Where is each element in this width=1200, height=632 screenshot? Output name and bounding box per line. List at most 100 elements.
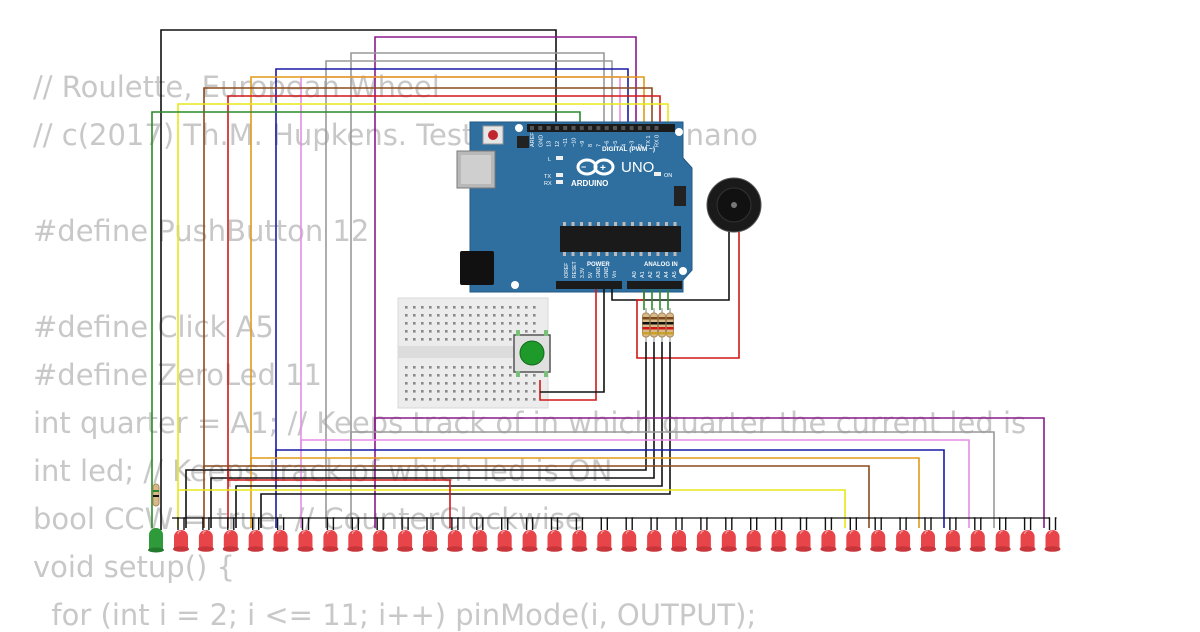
breadboard-hole — [429, 314, 432, 317]
header-pin[interactable] — [629, 126, 634, 130]
breadboard-hole — [477, 382, 480, 385]
breadboard-hole — [477, 390, 480, 393]
led-lead-wire — [948, 517, 957, 530]
push-button-icon[interactable] — [513, 330, 551, 377]
buzzer-icon[interactable] — [706, 177, 762, 240]
led-lead-wire — [301, 517, 310, 530]
power-pin-label: IOREF — [564, 263, 570, 278]
mounting-hole — [511, 281, 519, 289]
led-icon — [173, 530, 189, 552]
header-pin[interactable] — [637, 126, 642, 130]
led-icon — [297, 530, 314, 552]
wire-yellow — [177, 103, 669, 528]
breadboard-hole — [477, 398, 480, 401]
header-pin[interactable] — [538, 126, 543, 130]
breadboard-hole — [421, 306, 424, 309]
chip-pin — [665, 252, 668, 256]
breadboard-hole — [501, 322, 504, 325]
header-pin-label: 8 — [588, 144, 594, 147]
led-lead-wire — [276, 517, 285, 530]
chip-pin — [622, 222, 626, 226]
breadboard-hole — [477, 314, 480, 317]
header-pin[interactable] — [571, 126, 576, 130]
digital-header-label: DIGITAL (PWM ~) — [602, 146, 655, 153]
breadboard-hole — [517, 398, 520, 401]
breadboard-hole — [469, 374, 472, 377]
breadboard-hole — [469, 390, 472, 393]
breadboard-hole — [501, 390, 504, 393]
breadboard-hole — [405, 398, 408, 401]
header-pin-label: ~9 — [580, 141, 586, 147]
chip-pin — [605, 222, 609, 226]
led-icon — [546, 530, 563, 552]
header-pin-label: 2 — [638, 144, 644, 147]
led-lead-wire — [500, 517, 509, 530]
breadboard-hole — [405, 314, 408, 317]
led-icon — [671, 530, 687, 552]
chip-pin — [597, 252, 600, 256]
breadboard-hole — [453, 306, 456, 309]
header-pin[interactable] — [613, 126, 617, 130]
breadboard-hole — [453, 390, 456, 393]
header-pin[interactable] — [530, 126, 534, 130]
wire-gray — [350, 431, 995, 528]
chip-pin — [571, 252, 575, 256]
breadboard-hole — [405, 330, 408, 333]
header-pin[interactable] — [646, 126, 651, 130]
breadboard-hole — [525, 382, 528, 385]
mounting-hole — [675, 128, 683, 136]
chip-pin — [665, 222, 668, 226]
breadboard-hole — [429, 366, 432, 369]
breadboard-hole — [485, 338, 488, 341]
led-lead-wire — [899, 517, 908, 530]
breadboard-hole — [533, 374, 536, 377]
header-pin[interactable] — [621, 126, 626, 130]
led-icon — [646, 530, 663, 552]
led-lead-wire — [675, 517, 683, 530]
code-line: for (int i = 2; i <= 11; i++) pinMode(i,… — [33, 598, 757, 632]
header-pin[interactable] — [596, 126, 601, 130]
breadboard-hole — [525, 374, 528, 377]
header-pin[interactable] — [604, 126, 609, 130]
breadboard-hole — [421, 322, 424, 325]
breadboard-hole — [485, 398, 488, 401]
breadboard-hole — [501, 306, 504, 309]
breadboard-hole — [445, 330, 448, 333]
led-icon — [397, 530, 414, 552]
breadboard-hole — [493, 338, 496, 341]
breadboard-hole — [525, 398, 528, 401]
breadboard-hole — [445, 366, 448, 369]
breadboard-hole — [493, 366, 496, 369]
breadboard-hole — [493, 398, 496, 401]
led-lead-wire — [650, 517, 659, 530]
l-led-indicator — [556, 156, 563, 160]
wire-black — [611, 240, 730, 301]
header-pin[interactable] — [546, 126, 551, 130]
header-pin[interactable] — [654, 126, 659, 130]
analog-header-label: ANALOG IN — [644, 262, 678, 268]
header-pin[interactable] — [563, 126, 568, 130]
led-icon — [695, 530, 712, 552]
breadboard-hole — [517, 322, 520, 325]
led-icon — [1044, 530, 1061, 552]
header-pin[interactable] — [554, 126, 559, 130]
chip-pin — [580, 252, 583, 256]
led-icon — [720, 530, 737, 552]
on-led-label: ON — [664, 173, 672, 179]
led-lead-wire — [874, 517, 883, 530]
chip-pin — [571, 222, 575, 226]
breadboard-hole — [405, 382, 408, 385]
code-line: void setup() { — [33, 550, 235, 584]
led-lead-wire — [600, 517, 609, 530]
header-pin-label: 4 — [621, 144, 627, 147]
header-pin[interactable] — [579, 126, 584, 130]
led-icon — [969, 530, 986, 552]
reset-button-cap[interactable] — [488, 130, 498, 140]
breadboard-hole — [517, 306, 520, 309]
svg-text:−: − — [581, 162, 586, 172]
header-pin[interactable] — [588, 126, 593, 130]
